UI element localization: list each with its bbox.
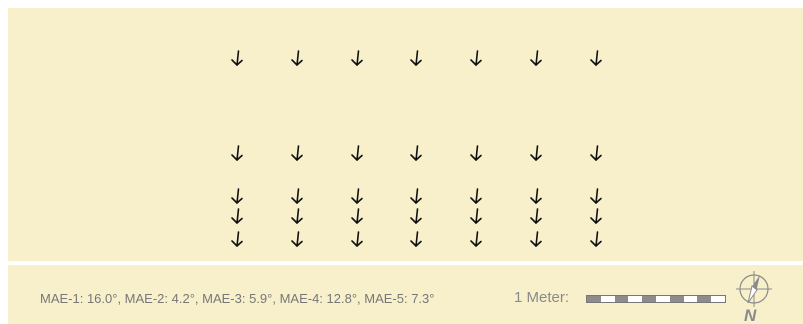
down-arrow-icon — [351, 188, 363, 204]
down-arrow-icon — [470, 188, 482, 204]
down-arrow-icon — [291, 145, 303, 161]
mae-summary-text: MAE-1: 16.0°, MAE-2: 4.2°, MAE-3: 5.9°, … — [40, 291, 435, 306]
scale-segment — [601, 296, 615, 302]
down-arrow-icon — [530, 188, 542, 204]
down-arrow-icon — [410, 188, 422, 204]
down-arrow-icon — [470, 50, 482, 66]
down-arrow-icon — [291, 188, 303, 204]
down-arrow-icon — [530, 145, 542, 161]
scale-segment — [587, 296, 601, 302]
down-arrow-icon — [351, 50, 363, 66]
down-arrow-icon — [231, 50, 243, 66]
down-arrow-icon — [231, 231, 243, 247]
down-arrow-icon — [351, 231, 363, 247]
scale-label: 1 Meter: — [514, 289, 570, 306]
down-arrow-icon — [590, 208, 602, 224]
down-arrow-icon — [470, 231, 482, 247]
legend-footer: MAE-1: 16.0°, MAE-2: 4.2°, MAE-3: 5.9°, … — [8, 265, 803, 324]
scale-segment — [697, 296, 712, 302]
down-arrow-icon — [590, 50, 602, 66]
down-arrow-icon — [291, 231, 303, 247]
down-arrow-icon — [470, 145, 482, 161]
scale-segment — [628, 296, 642, 302]
scale-segment — [711, 296, 725, 302]
down-arrow-icon — [231, 145, 243, 161]
vector-field — [8, 8, 803, 261]
down-arrow-icon — [530, 208, 542, 224]
down-arrow-icon — [231, 208, 243, 224]
down-arrow-icon — [410, 50, 422, 66]
down-arrow-icon — [291, 208, 303, 224]
down-arrow-icon — [351, 145, 363, 161]
down-arrow-icon — [590, 231, 602, 247]
down-arrow-icon — [530, 231, 542, 247]
down-arrow-icon — [291, 50, 303, 66]
down-arrow-icon — [231, 188, 243, 204]
scale-segment — [656, 296, 670, 302]
down-arrow-icon — [530, 50, 542, 66]
compass-icon: N — [736, 271, 772, 323]
scale-segment — [642, 296, 656, 302]
arrow-grid — [231, 50, 602, 247]
down-arrow-icon — [590, 145, 602, 161]
scale-bar — [586, 295, 726, 303]
compass-north-letter: N — [744, 306, 757, 323]
down-arrow-icon — [470, 208, 482, 224]
down-arrow-icon — [590, 188, 602, 204]
scale-segment — [614, 296, 629, 302]
scale-segment — [684, 296, 698, 302]
down-arrow-icon — [410, 231, 422, 247]
down-arrow-icon — [410, 208, 422, 224]
down-arrow-icon — [410, 145, 422, 161]
down-arrow-icon — [351, 208, 363, 224]
scale-segment — [669, 296, 684, 302]
